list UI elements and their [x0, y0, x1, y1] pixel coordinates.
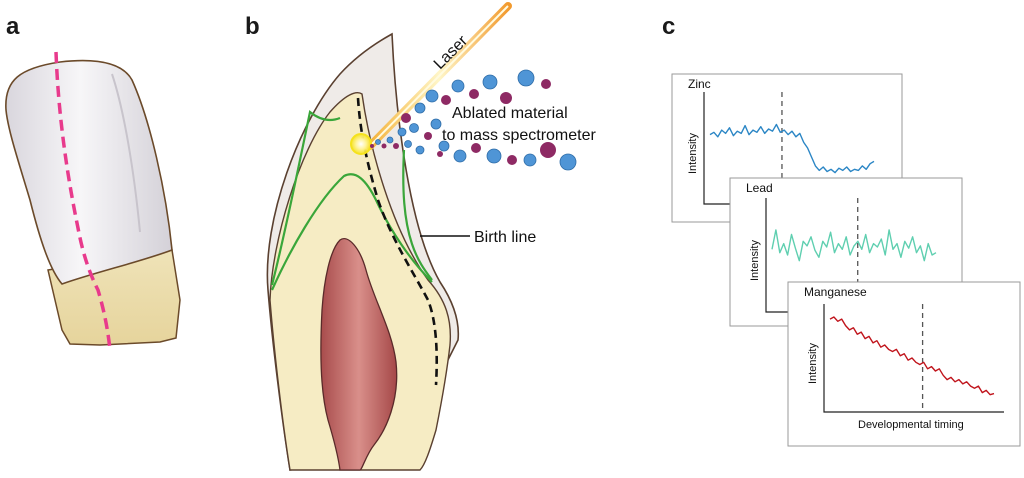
tooth-cross-section	[266, 32, 470, 471]
ablation-spot	[350, 133, 372, 155]
plot-frame	[787, 281, 1021, 447]
particle	[523, 153, 537, 167]
plot-ylabel: Intensity	[807, 343, 819, 384]
plot-ylabel: Intensity	[687, 133, 699, 174]
particle	[381, 143, 387, 149]
green-line-middle	[270, 173, 433, 291]
particle	[441, 95, 451, 105]
particle	[469, 89, 479, 99]
particle	[453, 149, 467, 163]
plot-axes	[823, 304, 1004, 413]
particle	[471, 143, 481, 153]
series-line	[709, 123, 875, 174]
particle	[438, 140, 450, 152]
particle	[401, 113, 411, 123]
particle	[517, 69, 535, 87]
particle	[482, 74, 498, 90]
particle	[386, 136, 394, 144]
particle	[541, 79, 551, 89]
particle	[437, 151, 443, 157]
panel-a-letter: a	[6, 13, 20, 40]
ablated-label-line1: Ablated material	[452, 105, 568, 122]
plot-title: Lead	[746, 181, 773, 195]
tooth-crown-illustration	[5, 51, 181, 351]
particle	[424, 132, 432, 140]
particle	[414, 102, 426, 114]
ablated-label-line2: to mass spectrometer	[442, 127, 597, 144]
particle	[559, 153, 577, 171]
particle	[486, 148, 502, 164]
particle	[430, 118, 442, 130]
particle	[370, 144, 374, 148]
particle	[425, 89, 439, 103]
particle	[507, 155, 517, 165]
panel-b-letter: b	[245, 13, 260, 40]
series-line	[771, 229, 937, 262]
plot-ylabel: Intensity	[749, 240, 761, 281]
particle	[409, 123, 419, 133]
section-line	[54, 51, 112, 351]
particle	[500, 92, 512, 104]
ablated-particles	[370, 69, 577, 171]
series-line	[829, 316, 995, 396]
laser-beam	[350, 2, 512, 155]
particle	[415, 145, 425, 155]
plot-title: Manganese	[804, 285, 867, 299]
panel-c-letter: c	[662, 13, 675, 40]
particle	[540, 142, 556, 158]
plot-xlabel: Developmental timing	[858, 419, 964, 431]
green-line-inner	[402, 149, 433, 281]
tooth-crown-a	[5, 59, 173, 285]
particle	[397, 127, 407, 137]
particle	[451, 79, 465, 93]
panel-c-plots: ZincIntensityLeadIntensityManganeseInten…	[671, 73, 1021, 447]
crown-highlight	[111, 73, 141, 233]
birth-line-label: Birth line	[474, 229, 536, 246]
particle	[375, 139, 381, 145]
green-line-outer	[270, 110, 341, 286]
particle	[404, 140, 412, 148]
particle	[393, 143, 399, 149]
pulp	[320, 238, 398, 471]
plot-title: Zinc	[688, 77, 711, 91]
